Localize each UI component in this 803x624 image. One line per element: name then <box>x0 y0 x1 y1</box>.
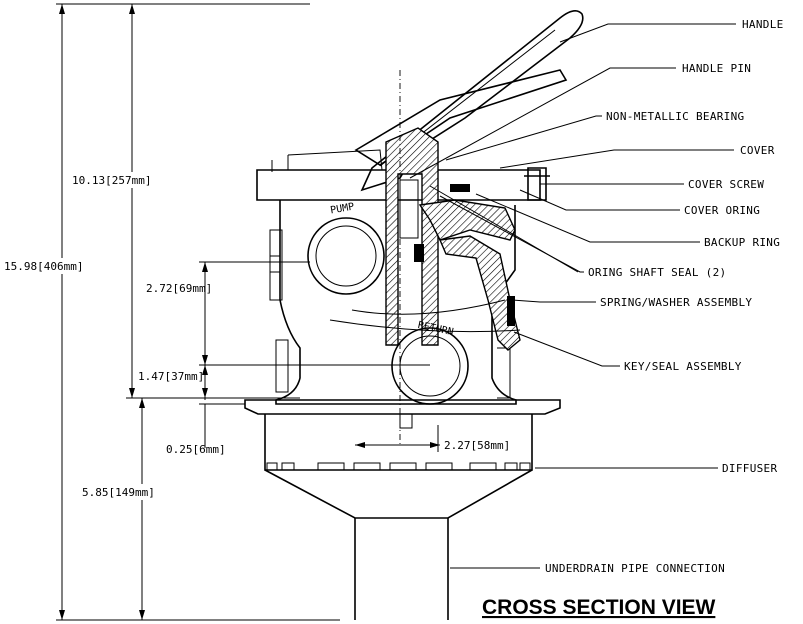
valve-body <box>244 10 584 620</box>
overall-height-dim: 15.98[406mm] <box>4 260 83 273</box>
dimension-lines <box>56 3 440 621</box>
callout-handle-pin: HANDLE PIN <box>682 62 751 75</box>
callout-cover: COVER <box>740 144 775 157</box>
callout-key-seal: KEY/SEAL ASSEMBLY <box>624 360 742 373</box>
callout-bearing: NON-METALLIC BEARING <box>606 110 744 123</box>
valve-housing <box>275 200 517 405</box>
diffuser-slots <box>266 462 531 471</box>
pump-label: PUMP <box>330 201 356 216</box>
pump-port <box>307 217 385 295</box>
callout-cover-oring: COVER ORING <box>684 204 760 217</box>
cover-screw-part <box>524 167 550 201</box>
port-spacing-dim: 2.72[69mm] <box>146 282 212 295</box>
underdrain-pipe <box>354 518 449 620</box>
flange <box>244 399 561 415</box>
return-port <box>391 327 469 405</box>
callout-underdrain: UNDERDRAIN PIPE CONNECTION <box>545 562 725 575</box>
shaft-section <box>385 127 439 346</box>
return-to-base-dim: 1.47[37mm] <box>138 370 204 383</box>
callout-oring-shaft-seal: ORING SHAFT SEAL (2) <box>588 266 726 279</box>
handle-pin-part <box>354 69 568 166</box>
callout-diffuser: DIFFUSER <box>722 462 777 475</box>
callout-backup-ring: BACKUP RING <box>704 236 780 249</box>
callout-cover-screw: COVER SCREW <box>688 178 764 191</box>
diagram-title: CROSS SECTION VIEW <box>482 596 716 619</box>
offset-dim: 2.27[58mm] <box>444 439 510 452</box>
callout-spring-washer: SPRING/WASHER ASSEMBLY <box>600 296 752 309</box>
lower-height-dim: 5.85[149mm] <box>82 486 155 499</box>
leader-lines <box>409 23 736 569</box>
upper-height-dim: 10.13[257mm] <box>72 174 151 187</box>
flange-dim: 0.25[6mm] <box>166 443 226 456</box>
callout-handle: HANDLE <box>742 18 784 31</box>
